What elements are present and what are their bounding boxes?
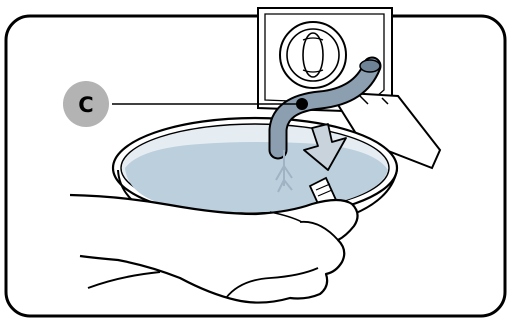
callout-marker: C [63, 81, 109, 127]
filter-cap [280, 22, 346, 88]
callout-label: C [78, 93, 93, 117]
callout-dot [296, 98, 308, 110]
